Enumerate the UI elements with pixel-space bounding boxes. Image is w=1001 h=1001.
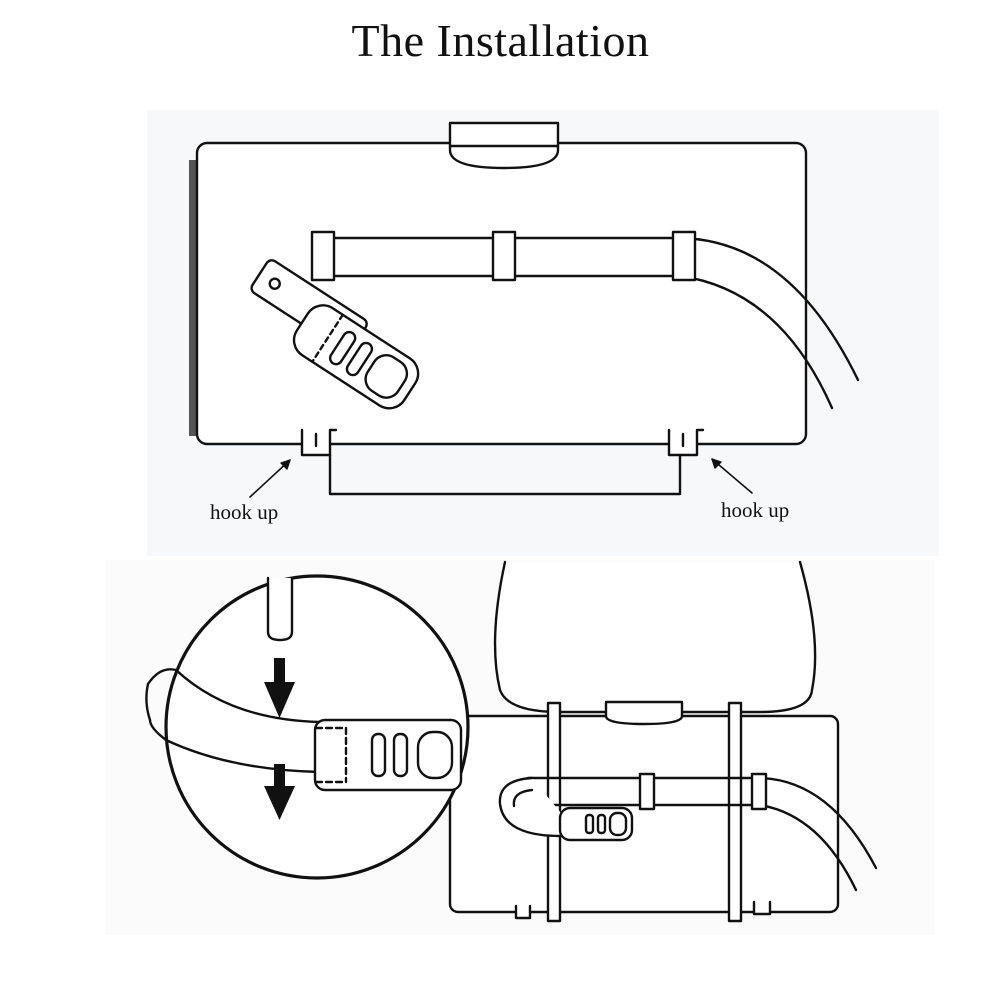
strap-curve-inner xyxy=(678,274,834,410)
seat-buckle-slot-3 xyxy=(608,811,628,837)
zoom-strap-upper xyxy=(146,668,322,724)
down-arrow-icon xyxy=(264,658,295,718)
zoom-buckle-slot-2 xyxy=(392,732,409,778)
hook-up-label-left: hook up xyxy=(210,500,279,524)
strap-curve-outer xyxy=(678,236,860,382)
buckle-clip xyxy=(292,304,420,410)
seat-hook-right xyxy=(752,900,772,916)
seat-buckle-slot-2 xyxy=(596,813,607,835)
zoom-buckle-clip xyxy=(313,718,463,792)
hook-up-label-right: hook up xyxy=(721,498,790,522)
buckle-slot-1 xyxy=(328,330,357,366)
hook-right xyxy=(667,428,705,457)
seat-buckle-inner xyxy=(512,788,534,808)
strap-loop-2 xyxy=(491,230,517,282)
headrest-post-right xyxy=(727,701,743,923)
top-figure xyxy=(189,121,860,498)
seat-hook-left xyxy=(514,904,532,920)
hook-left xyxy=(300,428,338,457)
buckle-seam xyxy=(311,313,345,363)
buckle xyxy=(250,259,420,410)
pointer-right-head xyxy=(711,458,722,469)
buckle-slot-3 xyxy=(364,354,409,399)
strap-loop-3 xyxy=(671,230,697,282)
page-title: The Installation xyxy=(351,15,650,66)
zoom-buckle-slot-1 xyxy=(370,732,387,778)
zoom-strap-tip xyxy=(266,576,294,642)
down-arrow-icon xyxy=(264,764,295,820)
buckle-hole xyxy=(268,277,281,290)
seat-strap-curve-inner xyxy=(758,803,858,892)
bottom-figure xyxy=(145,560,878,923)
seat-strap-loop-1 xyxy=(638,772,656,811)
buckle-slot-2 xyxy=(345,341,374,377)
zoom-buckle-slot-3 xyxy=(416,730,454,780)
seat-buckle-slot-1 xyxy=(584,813,595,835)
seat-organizer-tab xyxy=(604,700,684,726)
organizer-edge xyxy=(189,160,197,436)
headrest xyxy=(493,560,817,714)
pointer-left-head xyxy=(280,459,291,470)
zoom-strap-end xyxy=(145,682,152,722)
hook-bar xyxy=(328,453,682,496)
seat-buckle-clip xyxy=(558,806,634,842)
strap-loop-1 xyxy=(310,230,336,282)
seat-strap-loop-2 xyxy=(750,772,768,811)
seat-strap-curve-outer xyxy=(758,776,878,870)
